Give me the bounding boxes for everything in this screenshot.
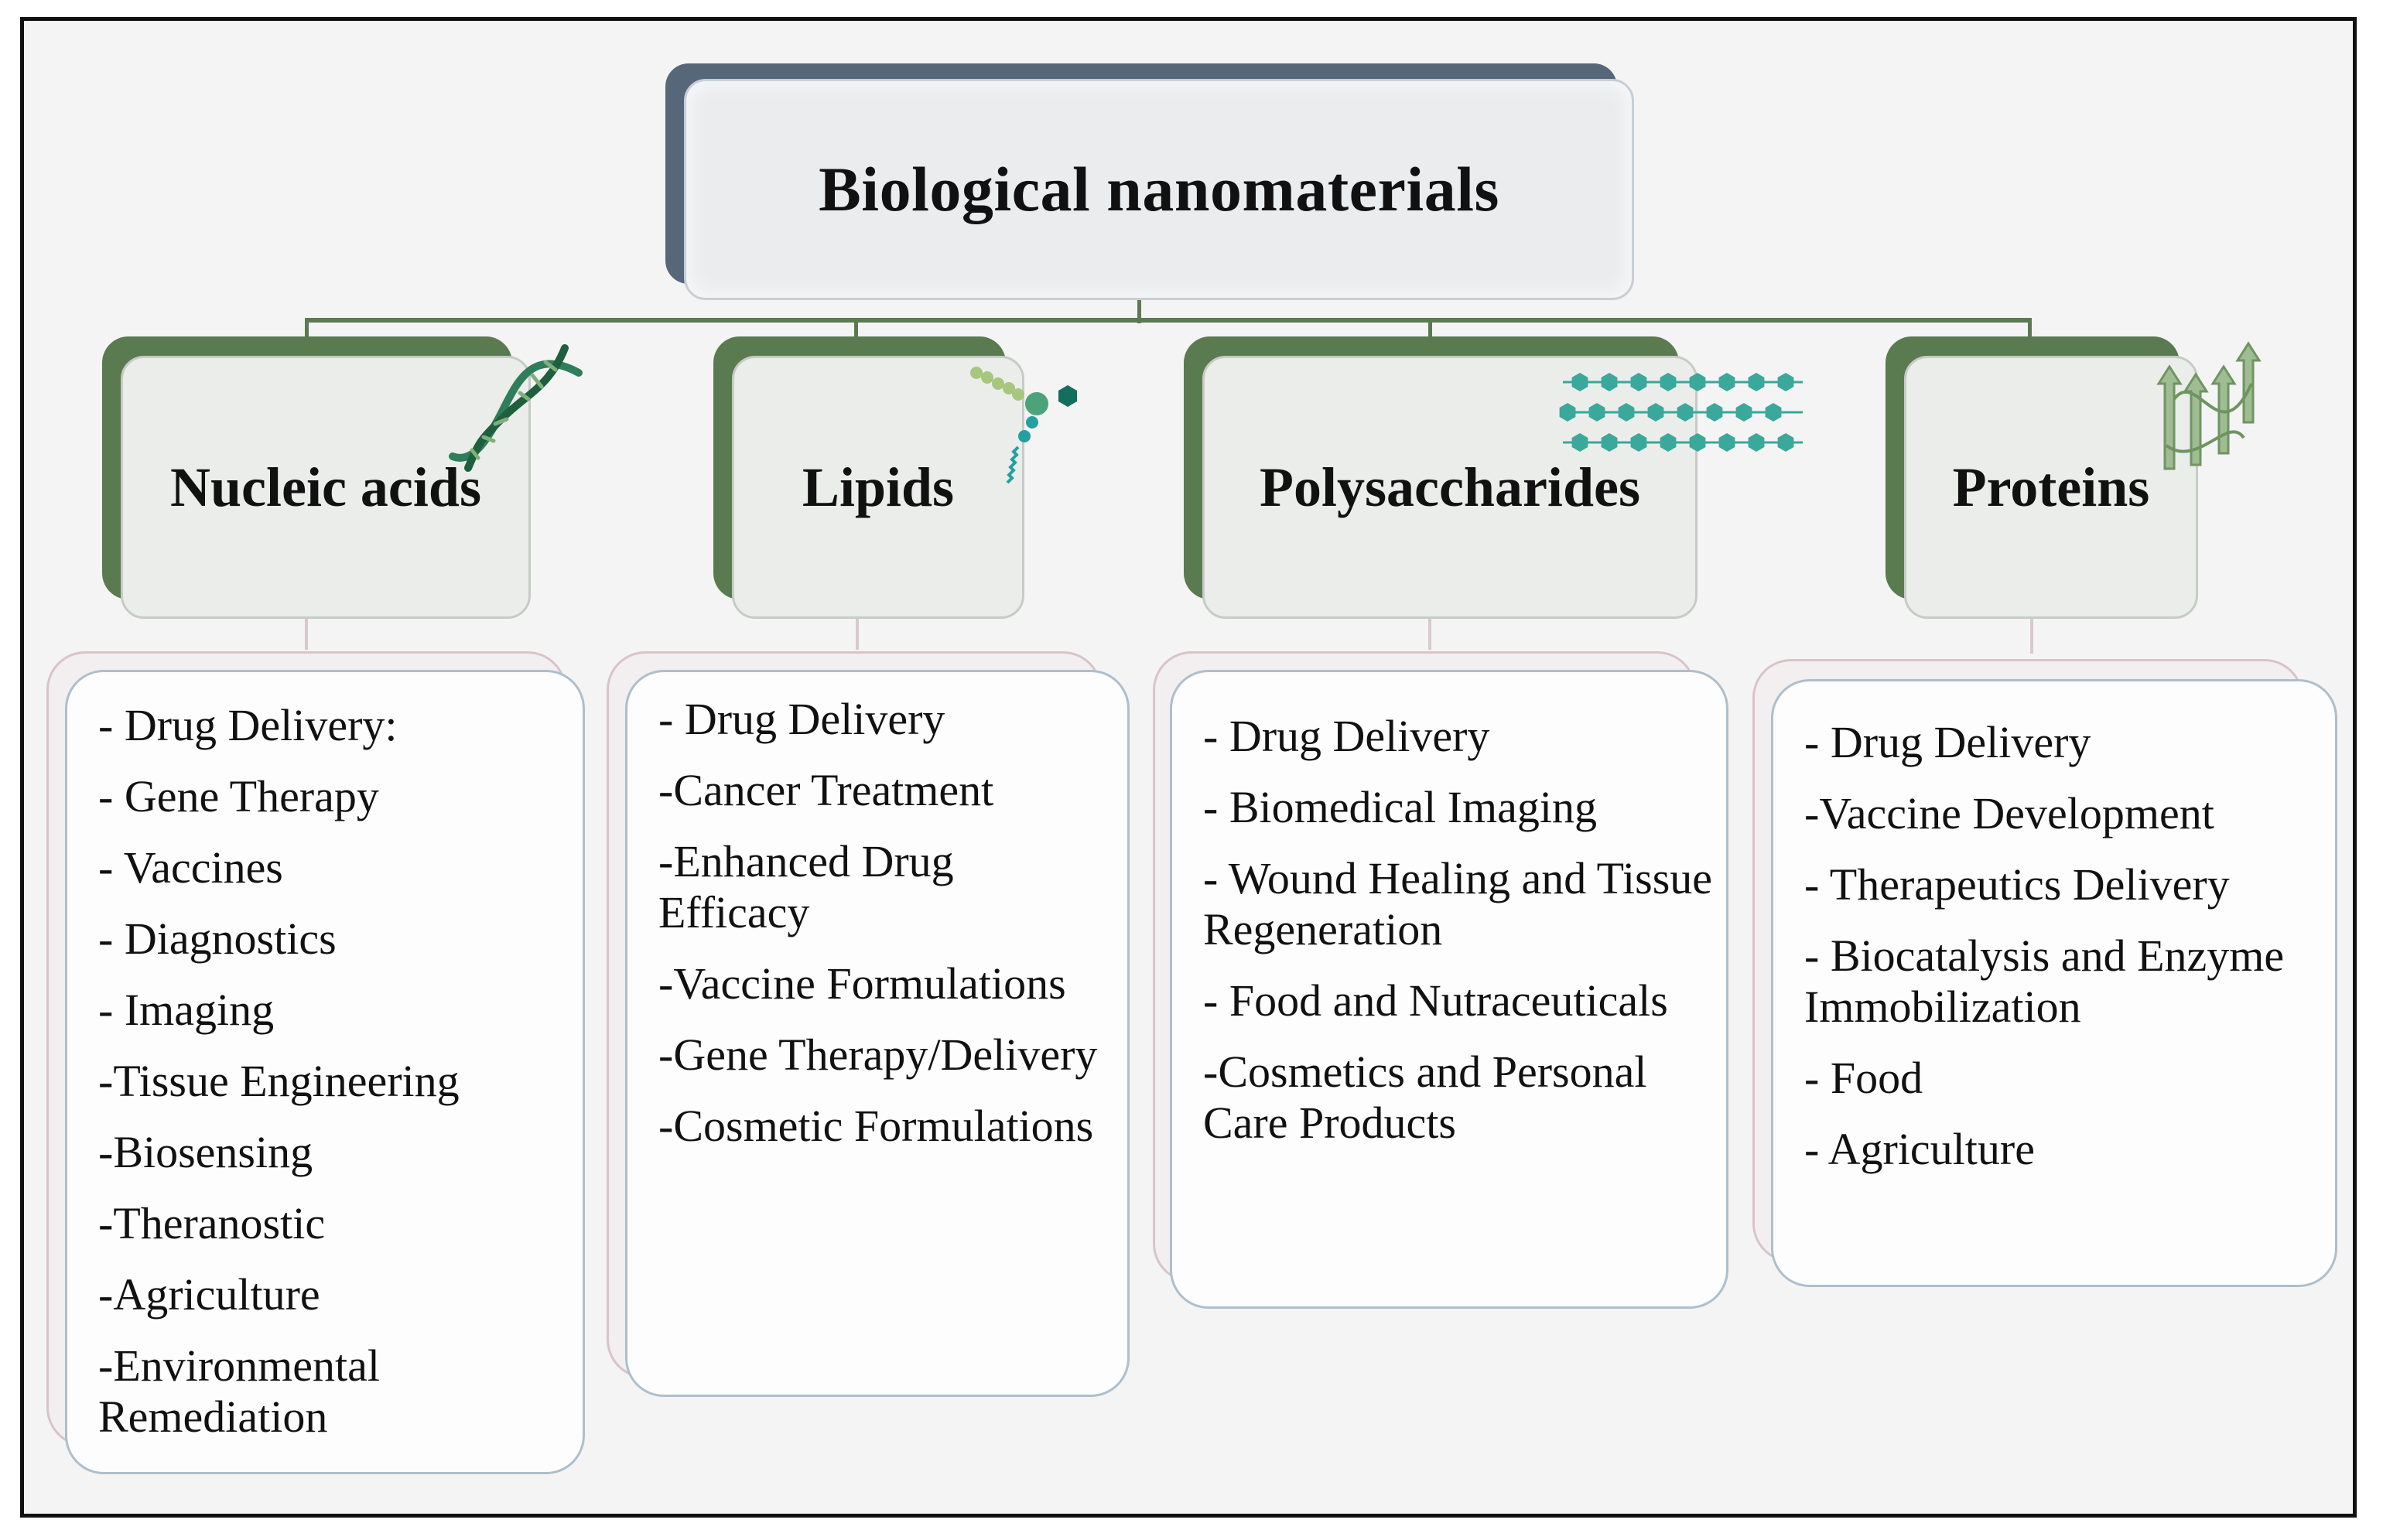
list-item: -Cosmetic Formulations [658, 1101, 1094, 1151]
list-item: - Drug Delivery [1804, 717, 2091, 767]
category-title-polysaccharides: Polysaccharides [1260, 456, 1640, 518]
hexagon-unit [1777, 433, 1794, 452]
connector-drop-lipids [854, 318, 858, 349]
list-item: - Drug Delivery [1203, 711, 1490, 761]
list-item: -Theranostic [98, 1198, 326, 1248]
connector-list-lipids [856, 615, 859, 650]
polysaccharides-uses-list: - Drug Delivery - Biomedical Imaging - Wou… [1203, 711, 1714, 1169]
hexagon-unit [1748, 433, 1765, 452]
list-item: - Drug Delivery: [98, 700, 398, 750]
connector-drop-nucleic [305, 318, 309, 349]
proteins-header-box: Proteins [1904, 356, 2198, 619]
lipid-molecule-icon [970, 367, 1077, 484]
list-item: - Food and Nutraceuticals [1203, 975, 1668, 1026]
connector-list-proteins [2030, 615, 2033, 654]
hexagon-unit [1718, 433, 1735, 452]
list-item: -Cosmetics and Personal Care Products [1203, 1047, 1647, 1148]
polysaccharides-list-box: - Drug Delivery - Biomedical Imaging - Wou… [1170, 670, 1728, 1309]
hexagon-unit [1571, 373, 1588, 391]
category-title-nucleic-acids: Nucleic acids [170, 456, 481, 518]
hexagon-unit [1618, 403, 1635, 422]
list-item: - Diagnostics [98, 913, 337, 964]
hexagon-unit [1601, 373, 1618, 391]
category-title-proteins: Proteins [1952, 456, 2150, 518]
list-item: - Gene Therapy [98, 771, 379, 821]
hexagon-unit [1647, 403, 1664, 422]
list-item: -Gene Therapy/Delivery [658, 1030, 1098, 1080]
connector-title-stem [1137, 300, 1141, 323]
hexagon-unit [1588, 403, 1605, 422]
connector-drop-proteins [2028, 318, 2032, 349]
list-item: - Biomedical Imaging [1203, 782, 1597, 832]
hexagon-unit [1559, 403, 1576, 422]
lipids-list-box: - Drug Delivery -Cancer Treatment -Enhance… [625, 670, 1130, 1397]
proteins-list-box: - Drug Delivery -Vaccine Development - The… [1771, 679, 2337, 1287]
dna-helix-icon [449, 344, 583, 472]
list-item: -Biosensing [98, 1127, 313, 1177]
list-item: -Enhanced Drug Efficacy [658, 836, 954, 937]
nucleic-uses-list: - Drug Delivery: - Gene Therapy - Vaccines… [98, 700, 562, 1463]
list-item: - Wound Healing and Tissue Regeneration [1203, 853, 1713, 954]
lipids-header-box: Lipids [732, 356, 1024, 619]
list-item: - Therapeutics Delivery [1804, 859, 2230, 910]
list-item: -Tissue Engineering [98, 1056, 460, 1106]
list-item: - Food [1804, 1053, 1923, 1103]
list-item: -Vaccine Formulations [658, 958, 1066, 1009]
hexagon-unit [1660, 373, 1677, 391]
title-box: Biological nanomaterials [684, 79, 1634, 300]
list-item: -Cancer Treatment [658, 765, 994, 815]
connector-list-nucleic [305, 615, 308, 650]
nucleic-header-box: Nucleic acids [121, 356, 531, 619]
hexagon-unit [1765, 403, 1782, 422]
hexagon-unit [1748, 373, 1765, 391]
list-item: -Agriculture [98, 1269, 320, 1320]
proteins-uses-list: - Drug Delivery -Vaccine Development - The… [1804, 717, 2323, 1195]
connector-list-polysaccharides [1428, 615, 1431, 650]
hexagon-unit [1571, 433, 1588, 452]
hexagon-unit [1706, 403, 1723, 422]
hexagon-unit [1630, 433, 1647, 452]
hexagon-unit [1718, 373, 1735, 391]
list-item: -Vaccine Development [1804, 788, 2214, 838]
category-title-lipids: Lipids [802, 456, 955, 518]
hexagon-unit [1735, 403, 1752, 422]
hexagon-unit [1677, 403, 1694, 422]
hexagon-unit [1630, 373, 1647, 391]
list-item: -Environmental Remediation [98, 1340, 381, 1442]
hexagon-unit [1689, 373, 1706, 391]
hexagon-unit [1777, 373, 1794, 391]
list-item: - Imaging [98, 985, 275, 1035]
connector-horizontal-bar [305, 318, 2032, 323]
list-item: - Agriculture [1804, 1124, 2035, 1174]
hexagon-unit [1660, 433, 1677, 452]
diagram-title: Biological nanomaterials [819, 154, 1499, 224]
connector-drop-polysaccharides [1428, 318, 1432, 349]
hexagon-unit [1601, 433, 1618, 452]
protein-structure-icon [2156, 341, 2262, 470]
nucleic-list-box: - Drug Delivery: - Gene Therapy - Vaccines… [65, 670, 585, 1474]
list-item: - Drug Delivery [658, 694, 945, 744]
list-item: - Vaccines [98, 842, 283, 893]
polysaccharides-header-box: Polysaccharides [1202, 356, 1698, 619]
polysaccharide-chain-icon [1559, 373, 1803, 452]
hexagon-unit [1689, 433, 1706, 452]
list-item: - Biocatalysis and Enzyme Immobilization [1804, 930, 2285, 1032]
lipids-uses-list: - Drug Delivery -Cancer Treatment -Enhance… [658, 694, 1107, 1172]
